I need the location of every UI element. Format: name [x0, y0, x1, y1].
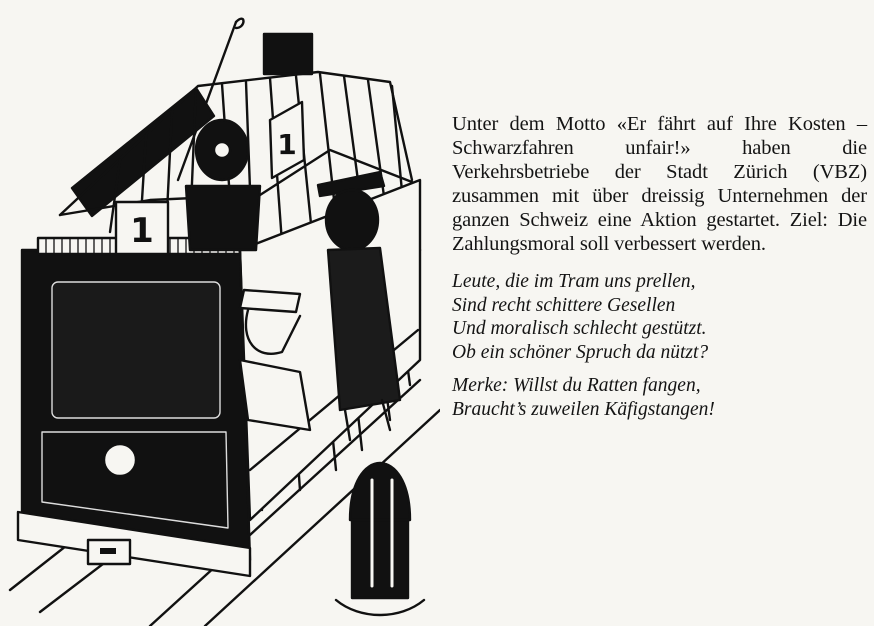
route-sign-front-box — [114, 200, 170, 256]
verse-line: Ob ein schöner Spruch da nützt? — [452, 341, 709, 363]
verse-line: Leute, die im Tram uns prellen, — [452, 271, 696, 292]
route-number-front: 1 — [130, 211, 154, 251]
verse-line: Merke: Willst du Ratten fangen, — [452, 375, 701, 396]
front-window — [51, 281, 221, 419]
article-text: Unter dem Motto «Er fährt auf Ihre Koste… — [452, 112, 867, 421]
tram-cage-cartoon: 1 1 — [8, 17, 440, 626]
headlight — [102, 442, 138, 478]
route-number-roof: 1 — [277, 128, 296, 161]
passenger-capped — [316, 170, 402, 442]
verse-stanza-1: Leute, die im Tram uns prellen, Sind rec… — [452, 270, 867, 364]
verse-stanza-2: Merke: Willst du Ratten fangen, Braucht’… — [452, 374, 867, 421]
verse-line: Sind recht schittere Gesellen — [452, 294, 676, 316]
roof-light-box — [262, 32, 314, 76]
conductor — [238, 288, 312, 432]
trolley-pole — [176, 20, 238, 182]
verse-line: Braucht’s zuweilen Käfigstangen! — [452, 398, 715, 420]
route-sign-roof-box — [268, 100, 306, 180]
verse-line: Und moralisch schlecht gestützt. — [452, 318, 707, 339]
article-paragraph: Unter dem Motto «Er fährt auf Ihre Koste… — [452, 113, 867, 255]
passenger-bearded — [184, 118, 262, 252]
bollard — [334, 462, 426, 617]
